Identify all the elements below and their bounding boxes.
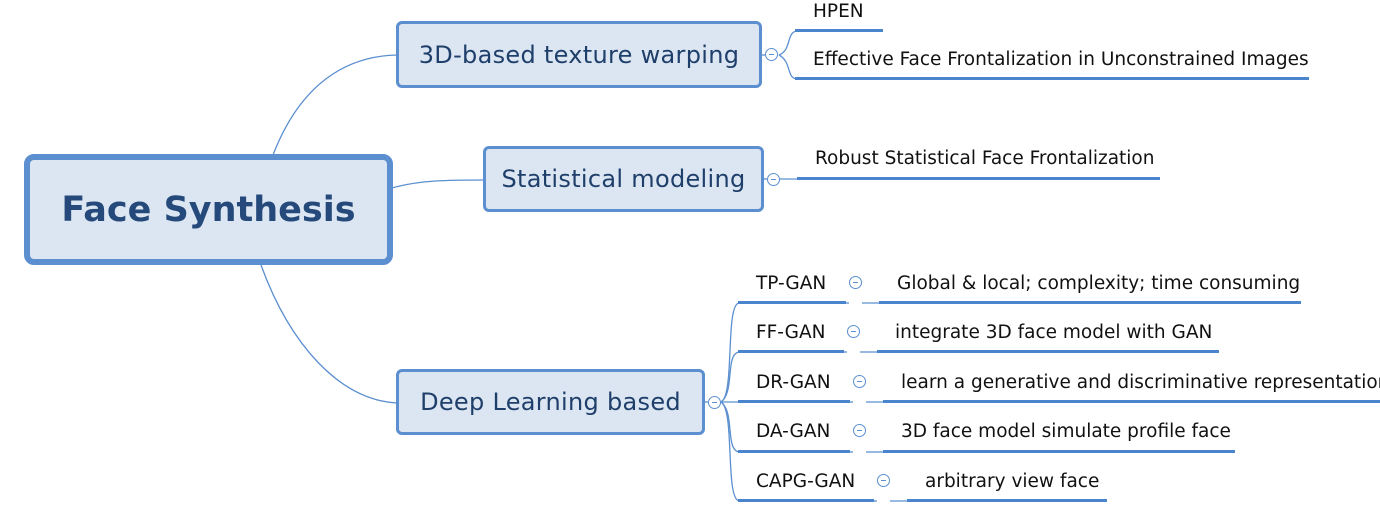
gan-underline	[738, 450, 850, 453]
note-tp-gan: Global & local; complexity; time consumi…	[897, 273, 1301, 294]
note-da-gan: 3D face model simulate profile face	[901, 421, 1231, 442]
root-topic-face-synthesis[interactable]: Face Synthesis	[24, 154, 393, 265]
leaf-hpen-label[interactable]: HPEN	[813, 1, 864, 22]
branch-deep-learning-based[interactable]: Deep Learning based	[396, 369, 705, 435]
gan-ff-gan-label[interactable]: FF-GAN	[756, 322, 826, 343]
note-underline	[877, 350, 1219, 353]
gan-capg-gan-label[interactable]: CAPG-GAN	[756, 471, 856, 492]
collapse-minus-icon[interactable]	[877, 474, 890, 487]
branch-3d-texture-warping[interactable]: 3D-based texture warping	[396, 21, 762, 88]
note-underline	[883, 400, 1380, 403]
branch-label: Statistical modeling	[501, 165, 746, 193]
note-underline	[883, 450, 1235, 453]
collapse-minus-icon[interactable]	[847, 325, 860, 338]
collapse-minus-icon[interactable]	[853, 375, 866, 388]
leaf-underline	[795, 29, 883, 32]
note-underline	[879, 301, 1301, 304]
note-capg-gan: arbitrary view face	[925, 471, 1100, 492]
collapse-minus-icon[interactable]	[767, 173, 780, 186]
gan-dr-gan-label[interactable]: DR-GAN	[756, 372, 831, 393]
collapse-minus-icon[interactable]	[708, 396, 721, 409]
branch-label: Deep Learning based	[420, 388, 681, 416]
leaf-robust-statistical-label[interactable]: Robust Statistical Face Frontalization	[815, 148, 1155, 169]
leaf-underline	[797, 177, 1160, 180]
leaf-effective-frontalization-label[interactable]: Effective Face Frontalization in Unconst…	[813, 49, 1309, 70]
gan-underline	[738, 400, 850, 403]
root-topic-label: Face Synthesis	[61, 189, 356, 230]
note-underline	[907, 499, 1107, 502]
gan-tp-gan-label[interactable]: TP-GAN	[756, 273, 827, 294]
leaf-underline	[795, 77, 1309, 80]
gan-underline	[738, 350, 844, 353]
gan-da-gan-label[interactable]: DA-GAN	[756, 421, 831, 442]
note-ff-gan: integrate 3D face model with GAN	[895, 322, 1213, 343]
note-dr-gan: learn a generative and discriminative re…	[901, 372, 1380, 393]
branch-statistical-modeling[interactable]: Statistical modeling	[483, 146, 764, 212]
collapse-minus-icon[interactable]	[853, 424, 866, 437]
branch-label: 3D-based texture warping	[418, 40, 740, 69]
gan-underline	[738, 499, 874, 502]
collapse-minus-icon[interactable]	[849, 276, 862, 289]
collapse-minus-icon[interactable]	[765, 48, 778, 61]
gan-underline	[738, 301, 846, 304]
